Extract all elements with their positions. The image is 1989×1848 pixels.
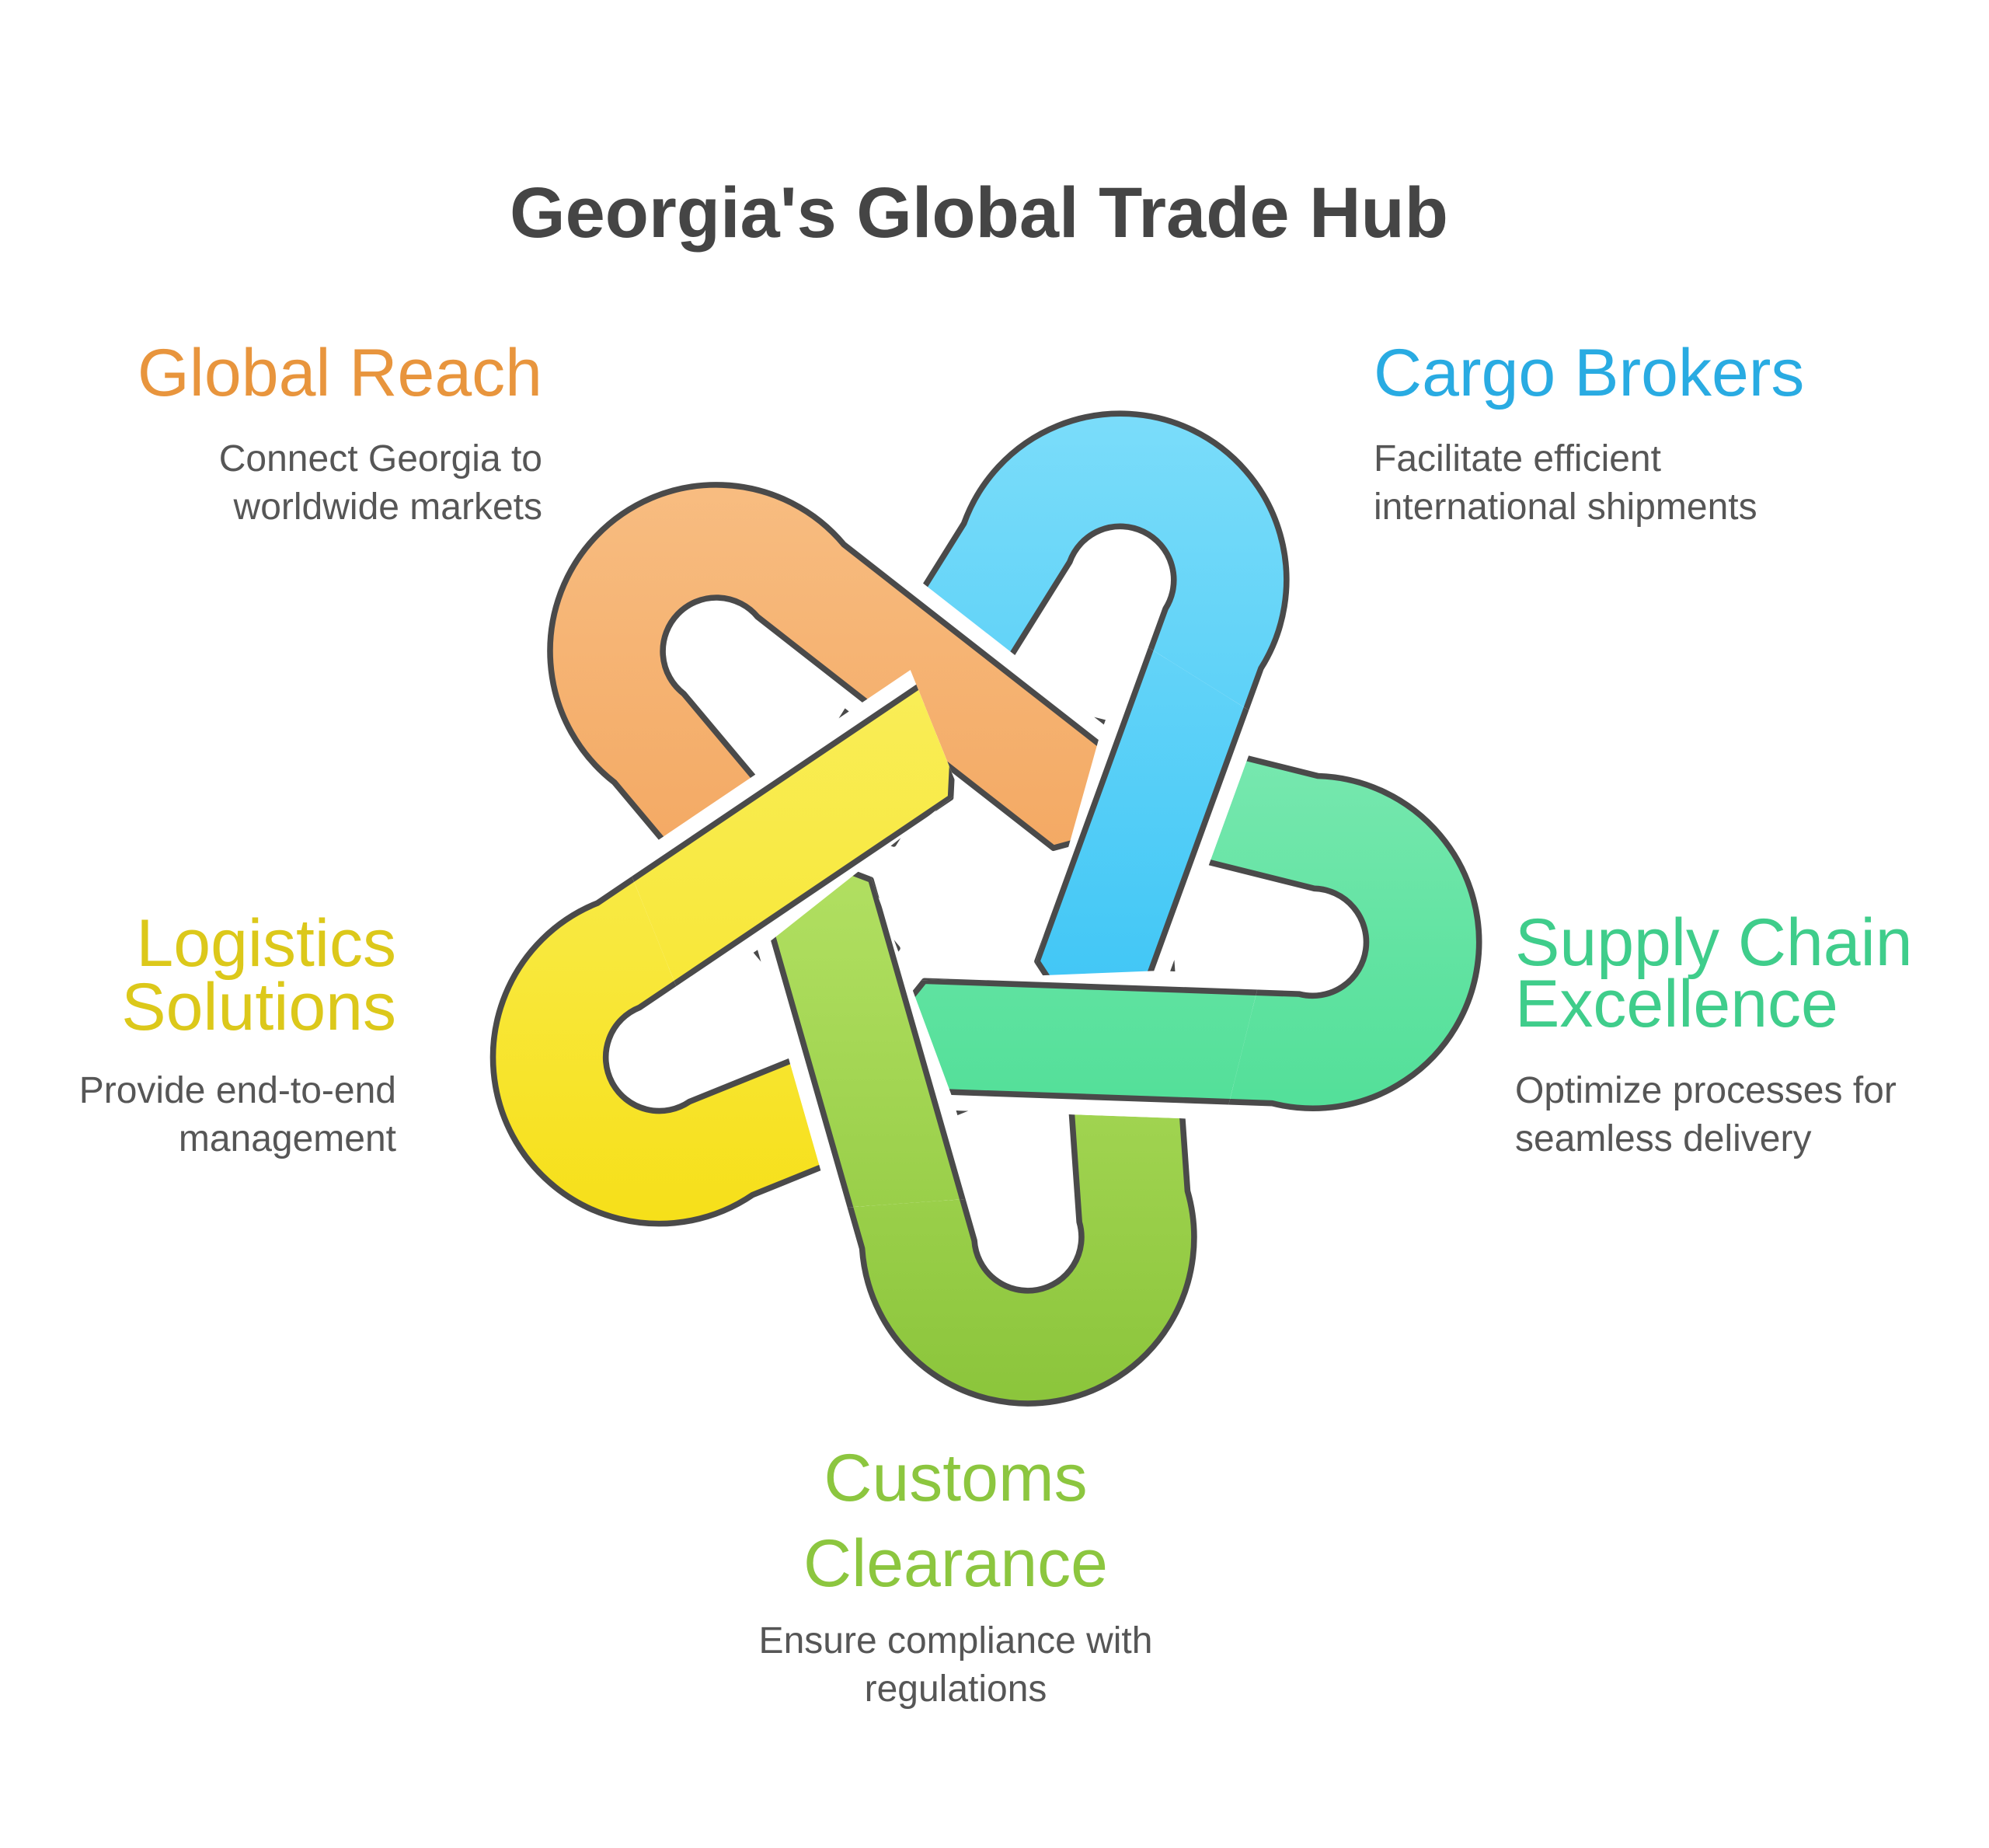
node-label-logistics-solutions: Logistics Solutions Provide end-to-end m… bbox=[0, 906, 396, 1163]
node-description: Ensure compliance with regulations bbox=[758, 1620, 1153, 1710]
node-description: Provide end-to-end management bbox=[78, 1070, 396, 1159]
node-label-global-reach: Global Reach Connect Georgia to worldwid… bbox=[0, 336, 542, 532]
node-description: Optimize processes for seamless delivery bbox=[1515, 1070, 1897, 1159]
page-title: Georgia's Global Trade Hub bbox=[510, 173, 1448, 253]
node-description: Facilitate efficient international shipm… bbox=[1374, 438, 1757, 528]
node-title: Solutions bbox=[121, 970, 396, 1044]
node-description: Connect Georgia to worldwide markets bbox=[218, 438, 542, 528]
node-title: Supply Chain bbox=[1515, 905, 1913, 980]
node-label-cargo-brokers: Cargo Brokers Facilitate efficient inter… bbox=[1374, 336, 1989, 532]
node-title: Clearance bbox=[803, 1526, 1108, 1601]
node-title: Logistics bbox=[136, 906, 396, 981]
node-label-supply-chain-excellence: Supply Chain Excellence Optimize process… bbox=[1515, 905, 1989, 1163]
trade-hub-knot-icon bbox=[431, 347, 1503, 1419]
node-title: Cargo Brokers bbox=[1374, 336, 1805, 410]
node-title: Global Reach bbox=[137, 336, 542, 410]
node-title: Customs bbox=[824, 1441, 1088, 1515]
node-title: Excellence bbox=[1515, 967, 1838, 1041]
node-label-customs-clearance: Customs Clearance Ensure compliance with… bbox=[684, 1435, 1228, 1714]
